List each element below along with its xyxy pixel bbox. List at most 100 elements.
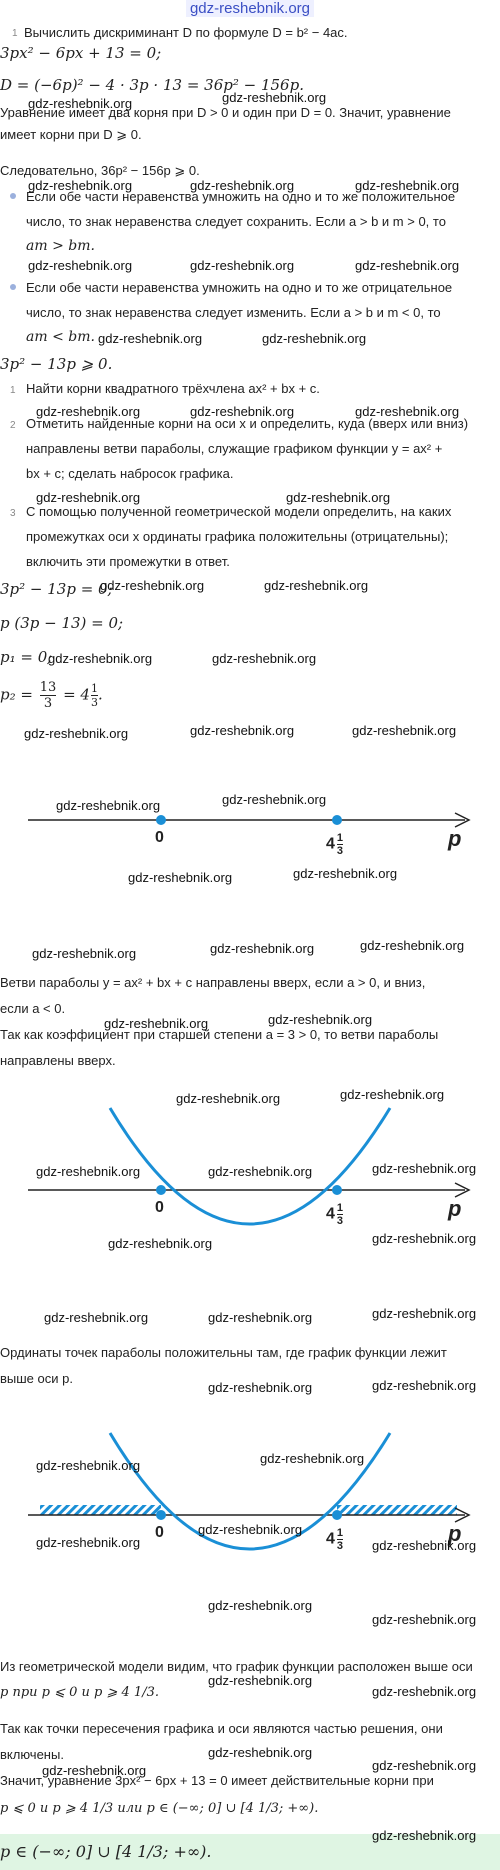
watermark: gdz-reshebnik.org bbox=[48, 651, 153, 666]
model-text-2: p при p ⩽ 0 и p ⩾ 4 1/3. bbox=[0, 1685, 159, 1700]
watermark: gdz-reshebnik.org bbox=[372, 1758, 477, 1773]
bullet-dot bbox=[10, 193, 16, 199]
answer-box bbox=[0, 1834, 500, 1870]
intersect-text-1: Так как точки пересечения графика и оси … bbox=[0, 1721, 443, 1736]
axis-label-zero: 0 bbox=[155, 1524, 164, 1541]
branches-text-2: если a < 0. bbox=[0, 1001, 66, 1016]
watermark: gdz-reshebnik.org bbox=[355, 404, 460, 419]
ordinates-text-2: выше оси p. bbox=[0, 1371, 73, 1386]
watermark: gdz-reshebnik.org bbox=[98, 331, 203, 346]
step-3-l1: С помощью полученной геометрической моде… bbox=[26, 504, 452, 519]
parabola-graph-1 bbox=[28, 1107, 471, 1226]
watermark: gdz-reshebnik.org bbox=[208, 1673, 313, 1688]
root-den: 3 bbox=[336, 845, 344, 857]
watermark: gdz-reshebnik.org bbox=[36, 1458, 141, 1473]
step-3-l2: промежутках оси x ординаты графика полож… bbox=[26, 529, 449, 544]
watermark: gdz-reshebnik.org bbox=[340, 1087, 445, 1102]
step-2-l2: направлены ветви параболы, служащие граф… bbox=[26, 441, 443, 456]
watermark: gdz-reshebnik.org bbox=[44, 1310, 149, 1325]
watermark: gdz-reshebnik.org bbox=[28, 258, 133, 273]
watermark: gdz-reshebnik.org bbox=[372, 1378, 477, 1393]
root-den: 3 bbox=[336, 1540, 344, 1552]
parabola-curve bbox=[108, 1432, 392, 1551]
root-num: 1 bbox=[336, 832, 344, 845]
root-point-zero bbox=[156, 1185, 166, 1195]
watermark: gdz-reshebnik.org bbox=[190, 723, 295, 738]
conclusion-text-2: p ⩽ 0 и p ⩾ 4 1/3 или p ∈ (−∞; 0] ∪ [4 1… bbox=[0, 1801, 319, 1816]
watermark: gdz-reshebnik.org bbox=[176, 1091, 281, 1106]
inequality: 3p² − 13p ⩾ 0. bbox=[0, 355, 113, 373]
watermark: gdz-reshebnik.org bbox=[355, 258, 460, 273]
watermark: gdz-reshebnik.org bbox=[208, 1310, 313, 1325]
watermark: gdz-reshebnik.org bbox=[36, 1535, 141, 1550]
watermark: gdz-reshebnik.org bbox=[286, 490, 391, 505]
parabola-curve bbox=[108, 1107, 392, 1226]
conclusion-text-1: Значит, уравнение 3px² − 6px + 13 = 0 им… bbox=[0, 1773, 434, 1788]
root-num: 1 bbox=[336, 1527, 344, 1540]
watermark: gdz-reshebnik.org bbox=[32, 946, 137, 961]
root-p2: p₂ = 13 3 = 4 1 3 . bbox=[0, 680, 103, 711]
watermark: gdz-reshebnik.org bbox=[24, 726, 129, 741]
watermark: gdz-reshebnik.org bbox=[36, 490, 141, 505]
watermark: gdz-reshebnik.org bbox=[372, 1306, 477, 1321]
p2-frac-den: 3 bbox=[90, 696, 98, 709]
branches-text-1: Ветви параболы y = ax² + bx + c направле… bbox=[0, 975, 426, 990]
p2-denominator: 3 bbox=[43, 696, 53, 711]
root-den: 3 bbox=[336, 1215, 344, 1227]
ordinates-text-1: Ординаты точек параболы положительны там… bbox=[0, 1345, 447, 1360]
root-point-four-third bbox=[332, 1185, 342, 1195]
p2-lhs: p₂ = bbox=[0, 685, 33, 704]
watermark: gdz-reshebnik.org bbox=[210, 941, 315, 956]
step-2-l1: Отметить найденные корни на оси x и опре… bbox=[26, 416, 469, 431]
step-number: 2 bbox=[10, 420, 16, 431]
bullet-dot bbox=[10, 284, 16, 290]
axis-label-zero: 0 bbox=[155, 829, 164, 846]
root-p1: p₁ = 0; bbox=[0, 648, 53, 666]
watermark: gdz-reshebnik.org bbox=[28, 96, 133, 111]
root-point-four-third bbox=[332, 1510, 342, 1520]
watermark: gdz-reshebnik.org bbox=[222, 792, 327, 807]
step1-text: Вычислить дискриминант D по формуле D = … bbox=[24, 25, 348, 40]
bullet2-l2: число, то знак неравенства следует измен… bbox=[26, 305, 441, 320]
root-point-zero bbox=[156, 815, 166, 825]
root-point-four-third bbox=[332, 815, 342, 825]
watermark: gdz-reshebnik.org bbox=[372, 1161, 477, 1176]
axis-arrow bbox=[454, 1182, 471, 1198]
parabola-graph-hatched bbox=[28, 1432, 471, 1551]
watermark: gdz-reshebnik.org bbox=[198, 1522, 303, 1537]
two-roots-text-2: имеет корни при D ⩾ 0. bbox=[0, 127, 142, 142]
number-line-1 bbox=[28, 812, 471, 828]
p2-eq: = 4 bbox=[63, 685, 90, 704]
site-header[interactable]: gdz-reshebnik.org bbox=[0, 0, 500, 17]
axis-var: p bbox=[448, 1196, 462, 1221]
watermark: gdz-reshebnik.org bbox=[104, 1016, 209, 1031]
axis-arrow bbox=[454, 1507, 471, 1523]
p2-numerator: 13 bbox=[39, 680, 57, 696]
step-number: 1 bbox=[12, 28, 18, 39]
coef-text-2: направлены вверх. bbox=[0, 1053, 116, 1068]
watermark: gdz-reshebnik.org bbox=[268, 1012, 373, 1027]
watermark: gdz-reshebnik.org bbox=[222, 90, 327, 105]
watermark: gdz-reshebnik.org bbox=[208, 1745, 313, 1760]
bullet1-l1: Если обе части неравенства умножить на о… bbox=[26, 189, 456, 204]
answer: p ∈ (−∞; 0] ∪ [4 1/3; +∞). bbox=[0, 1842, 212, 1861]
bullet1-l3: am > bm. bbox=[26, 238, 95, 254]
watermark: gdz-reshebnik.org bbox=[372, 1538, 477, 1553]
watermark: gdz-reshebnik.org bbox=[108, 1236, 213, 1251]
watermark: gdz-reshebnik.org bbox=[372, 1828, 477, 1843]
root-num: 1 bbox=[336, 1202, 344, 1215]
hatch-left bbox=[40, 1505, 161, 1515]
model-text-1: Из геометрической модели видим, что граф… bbox=[0, 1659, 473, 1674]
consequently-text: Следовательно, 36p² − 156p ⩾ 0. bbox=[0, 163, 200, 178]
watermark: gdz-reshebnik.org bbox=[212, 651, 317, 666]
step-number: 3 bbox=[10, 508, 16, 519]
watermark: gdz-reshebnik.org bbox=[372, 1231, 477, 1246]
site-link[interactable]: gdz-reshebnik.org bbox=[185, 0, 315, 17]
watermark: gdz-reshebnik.org bbox=[352, 723, 457, 738]
bullet1-l2: число, то знак неравенства следует сохра… bbox=[26, 214, 446, 229]
axis-label-zero: 0 bbox=[155, 1199, 164, 1216]
root-whole: 4 bbox=[326, 1530, 335, 1548]
watermark: gdz-reshebnik.org bbox=[56, 798, 161, 813]
solve-factor: p (3p − 13) = 0; bbox=[0, 614, 124, 632]
watermark: gdz-reshebnik.org bbox=[28, 178, 133, 193]
